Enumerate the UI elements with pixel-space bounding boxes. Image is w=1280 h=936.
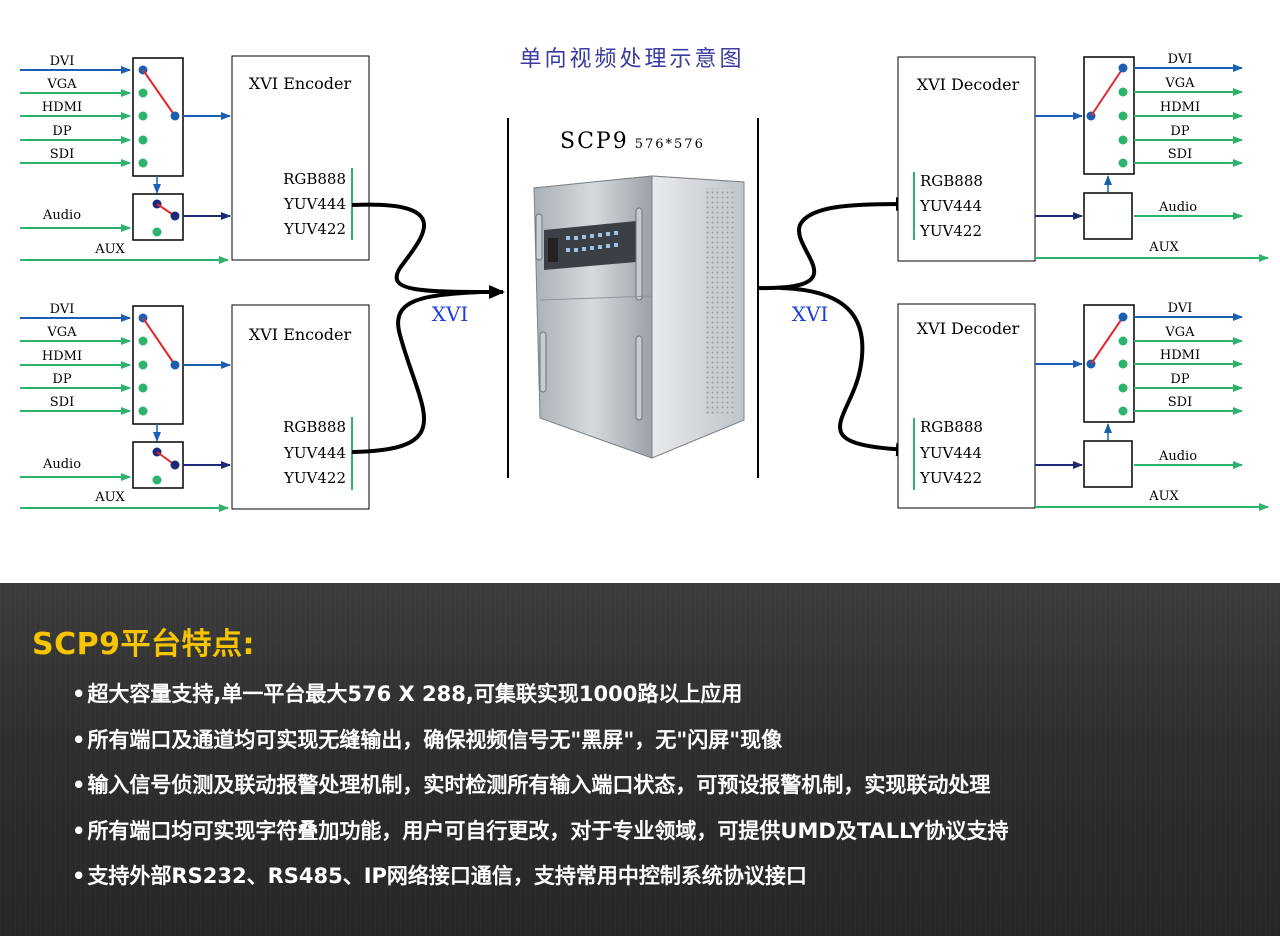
output-label-dp: DP [1170, 372, 1189, 387]
format-yuv444: YUV444 [919, 197, 982, 215]
decoder-group-bottom: XVI Decoder RGB888 YUV444 YUV422 DVI VGA… [897, 301, 1269, 511]
decoder-label: XVI Decoder [917, 75, 1020, 94]
aux-label: AUX [94, 242, 125, 257]
features-panel: SCP9平台特点: •超大容量支持,单一平台最大576 X 288,可集联实现1… [0, 583, 1280, 936]
format-yuv444: YUV444 [283, 195, 346, 213]
bullet-icon: • [72, 773, 86, 797]
input-label-hdmi: HDMI [42, 100, 82, 115]
decoder-box [897, 303, 1036, 509]
encoder-label: XVI Encoder [249, 74, 352, 93]
xvi-cable-right-bottom [779, 286, 912, 457]
encoder-group-bottom: DVI VGA HDMI DP SDI Audio AUX XVI Encode… [20, 302, 370, 512]
input-label-vga: VGA [46, 77, 77, 92]
scp9-chassis [533, 175, 745, 459]
encoder-box [231, 304, 370, 510]
bullet-icon: • [72, 818, 86, 843]
output-label-vga: VGA [1164, 76, 1195, 91]
feature-text: 输入信号侦测及联动报警处理机制，实时检测所有输入端口状态，可预设报警机制，实现联… [87, 773, 991, 797]
feature-text: 所有端口均可实现字符叠加功能，用户可自行更改，对于专业领域，可提供UMD及TAL… [87, 818, 1009, 843]
format-yuv422: YUV422 [919, 222, 982, 240]
encoder-label: XVI Encoder [249, 325, 352, 344]
encoder-group-top: DVI VGA HDMI DP SDI Audio AUX XVI Encode… [20, 54, 370, 264]
aux-label: AUX [1148, 240, 1179, 255]
format-rgb888: RGB888 [920, 172, 983, 190]
feature-text: 所有端口及通道均可实现无缝输出，确保视频信号无"黑屏"，无"闪屏"现像 [87, 727, 783, 752]
format-yuv444: YUV444 [283, 444, 346, 462]
decoder-box [897, 56, 1036, 262]
feature-item: •输入信号侦测及联动报警处理机制，实时检测所有输入端口状态，可预设报警机制，实现… [72, 770, 1008, 816]
format-yuv422: YUV422 [283, 469, 346, 487]
xvi-link-label-left: XVI [432, 302, 469, 326]
format-yuv422: YUV422 [283, 220, 346, 238]
format-yuv422: YUV422 [919, 469, 982, 487]
output-label-hdmi: HDMI [1160, 348, 1200, 363]
output-label-sdi: SDI [1168, 395, 1192, 410]
bullet-icon: • [72, 727, 86, 752]
input-label-dp: DP [52, 372, 71, 387]
output-label-dvi: DVI [1168, 52, 1193, 67]
aux-label: AUX [1148, 489, 1179, 504]
output-label-hdmi: HDMI [1160, 100, 1200, 115]
input-label-vga: VGA [46, 325, 77, 340]
encoder-box [231, 55, 370, 261]
input-label-dvi: DVI [50, 54, 75, 69]
audio-output-box [1083, 192, 1133, 240]
feature-item: •所有端口及通道均可实现无缝输出，确保视频信号无"黑屏"，无"闪屏"现像 [72, 725, 1008, 771]
feature-item: •所有端口均可实现字符叠加功能，用户可自行更改，对于专业领域，可提供UMD及TA… [72, 816, 1008, 862]
aux-label: AUX [94, 490, 125, 505]
decoder-label: XVI Decoder [917, 319, 1020, 338]
output-label-dp: DP [1170, 124, 1189, 139]
input-label-dp: DP [52, 124, 71, 139]
input-label-sdi: SDI [50, 395, 74, 410]
audio-label: Audio [42, 208, 81, 223]
output-label-dvi: DVI [1168, 301, 1193, 316]
input-label-hdmi: HDMI [42, 349, 82, 364]
format-rgb888: RGB888 [283, 418, 346, 436]
audio-output-box [1083, 440, 1133, 488]
bullet-icon: • [72, 864, 86, 888]
feature-text: 支持外部RS232、RS485、IP网络接口通信，支持常用中控制系统协议接口 [87, 864, 807, 888]
audio-label: Audio [1158, 200, 1197, 215]
audio-label: Audio [1158, 449, 1197, 464]
feature-text: 超大容量支持,单一平台最大576 X 288,可集联实现1000路以上应用 [87, 682, 743, 706]
audio-label: Audio [42, 457, 81, 472]
xvi-link-label-right: XVI [792, 302, 829, 326]
xvi-cable-left-top [351, 202, 505, 299]
format-rgb888: RGB888 [920, 418, 983, 436]
output-label-sdi: SDI [1168, 147, 1192, 162]
input-label-sdi: SDI [50, 147, 74, 162]
output-label-vga: VGA [1164, 325, 1195, 340]
bullet-icon: • [72, 682, 86, 706]
input-label-dvi: DVI [50, 302, 75, 317]
format-yuv444: YUV444 [919, 444, 982, 462]
xvi-cable-right-top [757, 197, 912, 291]
diagram-title: 单向视频处理示意图 [519, 47, 744, 72]
feature-item: •超大容量支持,单一平台最大576 X 288,可集联实现1000路以上应用 [72, 679, 1008, 725]
features-list: •超大容量支持,单一平台最大576 X 288,可集联实现1000路以上应用 •… [72, 679, 1008, 907]
feature-item: •支持外部RS232、RS485、IP网络接口通信，支持常用中控制系统协议接口 [72, 861, 1008, 907]
features-title: SCP9平台特点: [32, 627, 255, 662]
format-rgb888: RGB888 [283, 170, 346, 188]
decoder-group-top: XVI Decoder RGB888 YUV444 YUV422 DVI VGA… [897, 52, 1269, 262]
xvi-cable-left-bottom [351, 290, 481, 454]
signal-flow-diagram: 单向视频处理示意图 DVI VGA HDMI DP SDI Audi [20, 47, 1269, 512]
